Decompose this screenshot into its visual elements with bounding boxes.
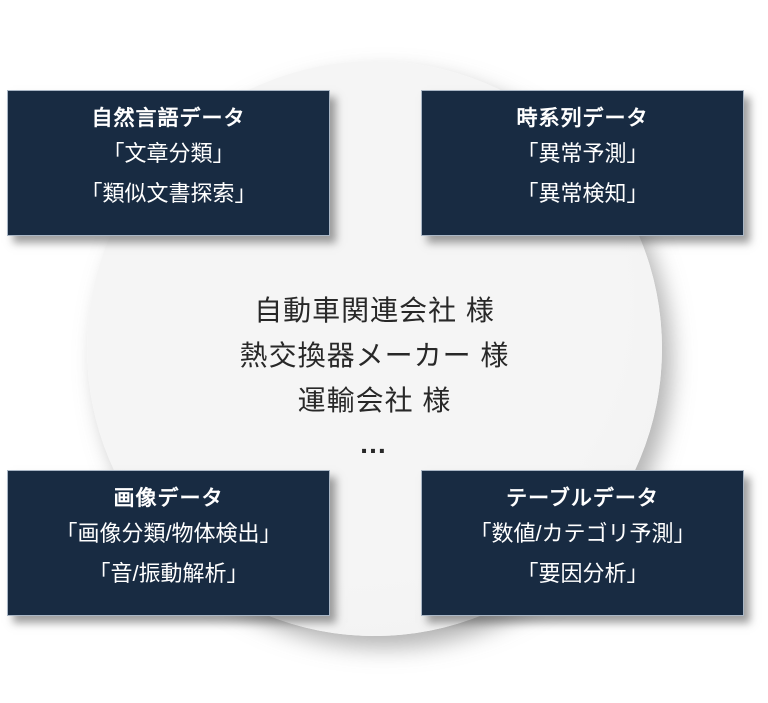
category-item: 「要因分析」 xyxy=(516,561,649,586)
category-item: 「数値/カテゴリ予測」 xyxy=(469,521,696,546)
category-title: 自然言語データ xyxy=(91,107,246,130)
client-line: 自動車関連会社 様 xyxy=(254,295,495,326)
category-box-natural-language: 自然言語データ 「文章分類」 「類似文書探索」 xyxy=(7,90,330,236)
category-title: 画像データ xyxy=(113,487,224,510)
category-box-time-series: 時系列データ 「異常予測」 「異常検知」 xyxy=(421,90,744,236)
ellipsis-dots: … xyxy=(359,428,390,459)
category-box-image: 画像データ 「画像分類/物体検出」 「音/振動解析」 xyxy=(7,470,330,616)
category-item: 「異常検知」 xyxy=(516,181,649,206)
category-item: 「音/振動解析」 xyxy=(88,561,249,586)
category-item: 「類似文書探索」 xyxy=(80,181,257,206)
category-title: テーブルデータ xyxy=(506,487,659,510)
category-box-table: テーブルデータ 「数値/カテゴリ予測」 「要因分析」 xyxy=(421,470,744,616)
category-title: 時系列データ xyxy=(516,107,649,130)
category-item: 「異常予測」 xyxy=(516,141,649,166)
client-line: 熱交換器メーカー 様 xyxy=(239,340,510,371)
client-line: 運輸会社 様 xyxy=(297,385,452,416)
category-item: 「画像分類/物体検出」 xyxy=(55,521,282,546)
client-list: 自動車関連会社 様 熱交換器メーカー 様 運輸会社 様 … xyxy=(87,288,662,465)
category-item: 「文章分類」 xyxy=(102,141,235,166)
